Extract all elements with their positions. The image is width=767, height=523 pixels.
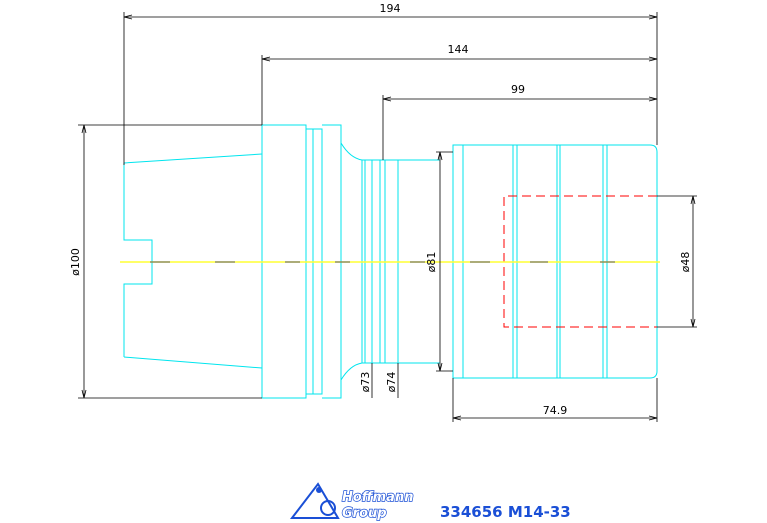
- dim-74-9-label: 74.9: [543, 404, 568, 417]
- brand-line1: Hoffmann: [342, 490, 413, 505]
- dim-dia-73-label: ø73: [359, 372, 372, 393]
- hoffmann-group-logo: Hoffmann Group: [289, 482, 414, 522]
- part-number: 334656 M14-33: [440, 503, 571, 521]
- brand-line2: Group: [342, 506, 387, 521]
- transition-cone: [340, 142, 363, 381]
- dim-dia-48-label: ø48: [679, 252, 692, 273]
- dim-dia-100-label: ø100: [69, 248, 82, 276]
- logo-gear-icon: [320, 500, 336, 516]
- dim-99-label: 99: [511, 83, 525, 96]
- dimension-lines: [78, 12, 697, 422]
- dim-144-label: 144: [448, 43, 469, 56]
- dim-dia-74-label: ø74: [385, 372, 398, 393]
- dim-194-label: 194: [380, 2, 401, 15]
- hsk-taper: [123, 153, 263, 369]
- flange: [261, 124, 307, 399]
- dim-dia-81-label: ø81: [425, 252, 438, 273]
